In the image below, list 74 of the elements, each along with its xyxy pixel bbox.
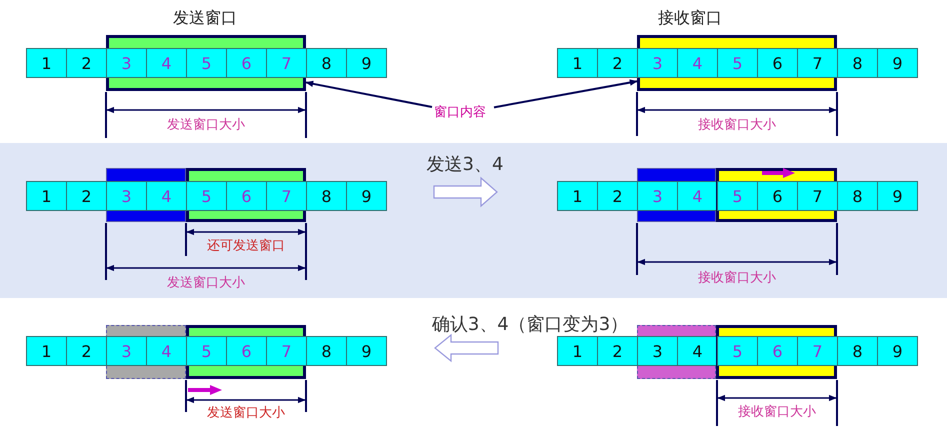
number-cell: 2 [66, 336, 107, 366]
number-cell: 9 [877, 181, 918, 211]
number-cell: 3 [637, 181, 678, 211]
number-cell: 8 [306, 48, 347, 78]
number-cell: 1 [557, 48, 598, 78]
number-cell: 2 [66, 48, 107, 78]
window-box [106, 35, 306, 91]
number-cell: 1 [557, 181, 598, 211]
number-cell: 8 [837, 181, 878, 211]
number-cell: 4 [677, 181, 718, 211]
number-cell: 2 [597, 336, 638, 366]
window-box [186, 325, 306, 379]
number-cell: 5 [717, 336, 758, 366]
number-cell: 6 [757, 336, 798, 366]
number-cell: 8 [306, 336, 347, 366]
number-cell: 6 [226, 336, 267, 366]
dimension-label: 还可发送窗口 [207, 240, 285, 252]
dimension-label: 发送窗口大小 [207, 406, 285, 420]
heading: 接收窗口 [658, 10, 722, 26]
step-label: 确认3、4（窗口变为3） [432, 316, 628, 334]
dimension-label: 接收窗口大小 [698, 118, 776, 132]
number-cell: 6 [757, 48, 798, 78]
number-cell: 3 [106, 336, 147, 366]
number-cell: 4 [677, 48, 718, 78]
dimension-label: 发送窗口大小 [167, 276, 245, 290]
number-cell: 6 [226, 48, 267, 78]
number-cell: 2 [597, 48, 638, 78]
number-cell: 5 [717, 181, 758, 211]
number-cell: 1 [26, 181, 67, 211]
leader-line [305, 80, 432, 108]
number-cell: 2 [597, 181, 638, 211]
callout-label: 窗口内容 [434, 106, 486, 119]
number-cell: 5 [186, 181, 227, 211]
number-cell: 5 [717, 48, 758, 78]
number-cell: 6 [226, 181, 267, 211]
number-cell: 1 [26, 48, 67, 78]
number-cell: 1 [26, 336, 67, 366]
number-cell: 7 [797, 336, 838, 366]
number-cell: 1 [557, 336, 598, 366]
number-cell: 5 [186, 336, 227, 366]
dimension-label: 接收窗口大小 [698, 272, 776, 284]
number-cell: 3 [106, 181, 147, 211]
window-box [716, 325, 837, 379]
number-cell: 9 [877, 48, 918, 78]
number-cell: 8 [306, 181, 347, 211]
number-cell: 7 [266, 336, 307, 366]
number-cell: 3 [637, 48, 678, 78]
number-cell: 5 [186, 48, 227, 78]
number-cell: 7 [797, 181, 838, 211]
number-cell: 6 [757, 181, 798, 211]
number-cell: 9 [877, 336, 918, 366]
heading: 发送窗口 [173, 10, 237, 26]
number-cell: 8 [837, 336, 878, 366]
number-cell: 8 [837, 48, 878, 78]
window-box [716, 168, 837, 222]
step-label: 发送3、4 [426, 156, 504, 174]
number-cell: 7 [266, 48, 307, 78]
number-cell: 4 [146, 48, 187, 78]
number-cell: 9 [346, 48, 387, 78]
dimension-label: 接收窗口大小 [738, 406, 816, 418]
number-cell: 3 [106, 48, 147, 78]
number-cell: 9 [346, 336, 387, 366]
number-cell: 9 [346, 181, 387, 211]
number-cell: 2 [66, 181, 107, 211]
window-box [637, 35, 837, 91]
number-cell: 7 [797, 48, 838, 78]
window-box [186, 168, 306, 222]
number-cell: 4 [677, 336, 718, 366]
number-cell: 4 [146, 181, 187, 211]
number-cell: 3 [637, 336, 678, 366]
number-cell: 7 [266, 181, 307, 211]
dimension-label: 发送窗口大小 [167, 118, 245, 132]
leader-line [494, 79, 638, 108]
number-cell: 4 [146, 336, 187, 366]
